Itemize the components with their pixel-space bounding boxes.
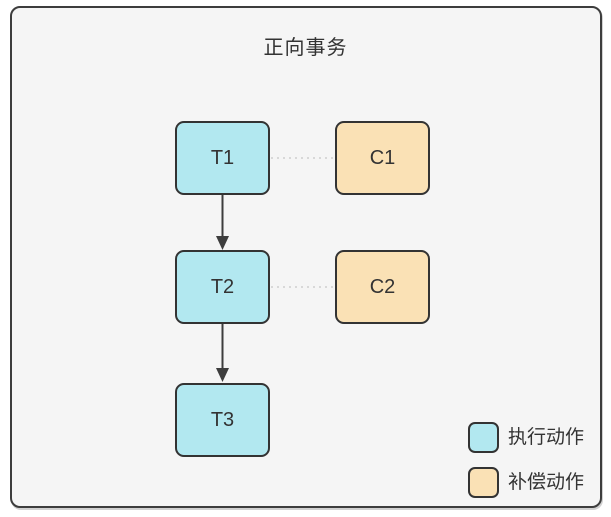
node-c2[interactable]: C2 bbox=[335, 250, 430, 324]
legend-execute-swatch bbox=[468, 422, 499, 453]
legend-compensate-label: 补偿动作 bbox=[508, 472, 585, 493]
node-c2-label: C2 bbox=[369, 275, 396, 298]
node-t1[interactable]: T1 bbox=[175, 121, 270, 195]
node-t1-label: T1 bbox=[210, 146, 235, 169]
node-t2-label: T2 bbox=[210, 275, 235, 298]
node-t3-label: T3 bbox=[210, 408, 235, 431]
legend-execute-label: 执行动作 bbox=[508, 427, 585, 448]
forward-transaction-panel bbox=[10, 6, 602, 508]
node-c1[interactable]: C1 bbox=[335, 121, 430, 195]
node-t2[interactable]: T2 bbox=[175, 250, 270, 324]
node-c1-label: C1 bbox=[369, 146, 396, 169]
node-t3[interactable]: T3 bbox=[175, 383, 270, 457]
legend-compensate-swatch bbox=[468, 467, 499, 498]
panel-title: 正向事务 bbox=[263, 37, 348, 59]
